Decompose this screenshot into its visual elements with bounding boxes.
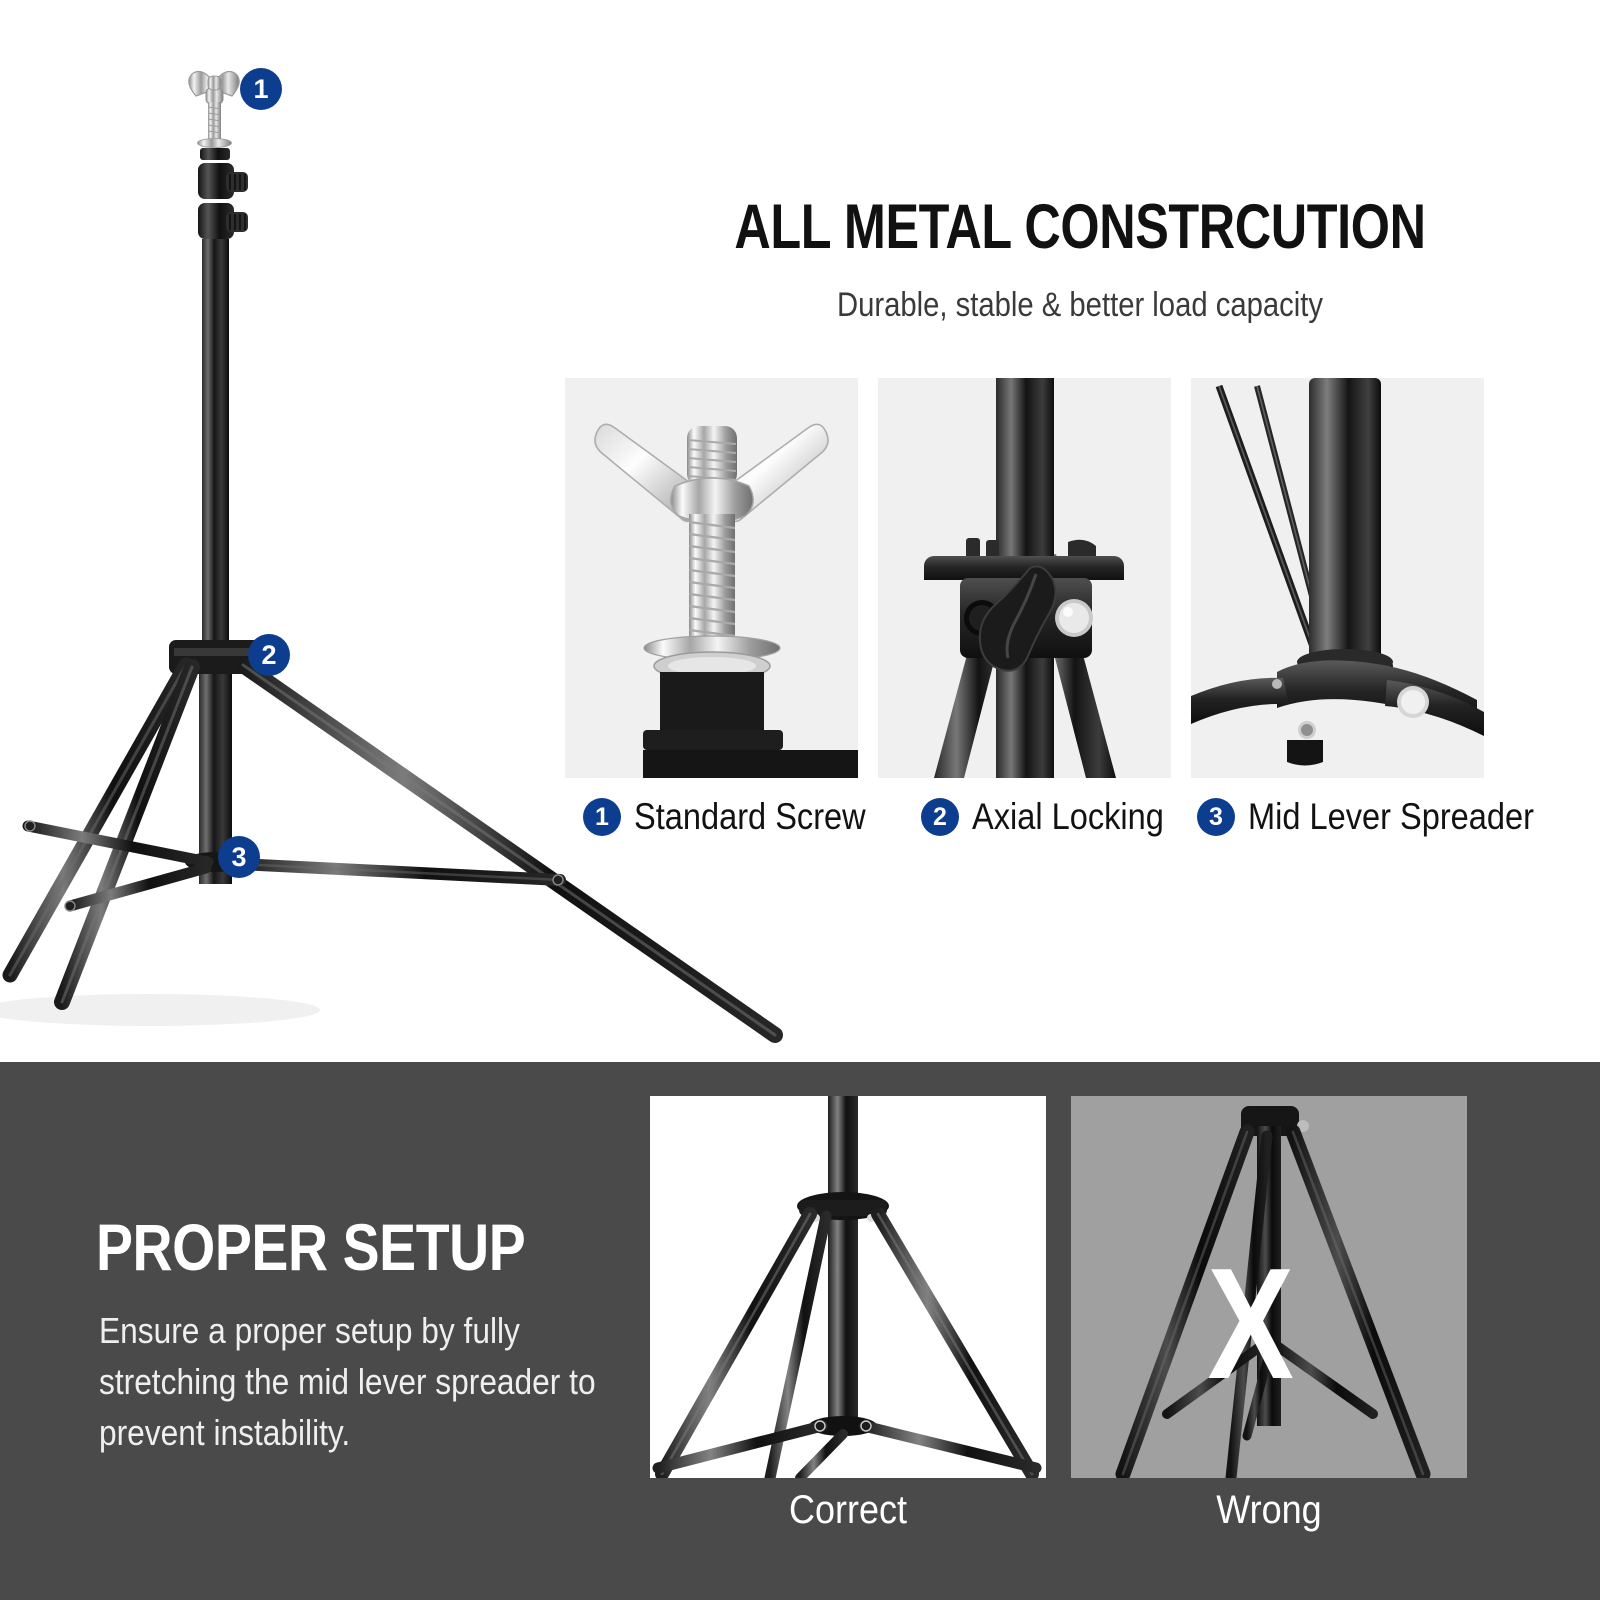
wrong-x-mark: X: [1207, 1236, 1294, 1412]
callout-badge-3: 3: [218, 836, 260, 878]
page-title: ALL METAL CONSTRCUTION: [734, 192, 1426, 262]
feature-badge-2: 2: [921, 798, 959, 836]
comparison-photo-wrong: [1071, 1096, 1467, 1478]
callout-badge-2: 2: [248, 634, 290, 676]
proper-setup-section: PROPER SETUP Ensure a proper setup by fu…: [0, 1062, 1600, 1600]
feature-badge-1: 1: [583, 798, 621, 836]
feature-label-mid-lever-spreader: Mid Lever Spreader: [1248, 796, 1534, 837]
callout-badge-1: 1: [240, 68, 282, 110]
hero-product-photo: [0, 0, 800, 1062]
feature-badge-3: 3: [1197, 798, 1235, 836]
feature-caption-axial-locking: 2 Axial Locking: [921, 795, 1190, 839]
comparison-label-correct: Correct: [788, 1488, 908, 1532]
all-metal-construction-section: ALL METAL CONSTRCUTION Durable, stable &…: [0, 0, 1573, 1062]
feature-caption-mid-lever-spreader: 3 Mid Lever Spreader: [1197, 795, 1573, 839]
feature-label-standard-screw: Standard Screw: [634, 796, 866, 837]
feature-photo-standard-screw: [565, 378, 858, 778]
proper-setup-title: PROPER SETUP: [96, 1210, 526, 1284]
comparison-label-wrong: Wrong: [1216, 1488, 1322, 1532]
page-subtitle: Durable, stable & better load capacity: [836, 286, 1323, 324]
feature-photo-mid-lever-spreader: [1191, 378, 1484, 778]
feature-caption-standard-screw: 1 Standard Screw: [583, 795, 897, 839]
feature-label-axial-locking: Axial Locking: [972, 796, 1164, 837]
comparison-photo-correct: [650, 1096, 1046, 1478]
feature-photo-axial-locking: [878, 378, 1171, 778]
proper-setup-description: Ensure a proper setup by fully stretchin…: [99, 1310, 596, 1454]
